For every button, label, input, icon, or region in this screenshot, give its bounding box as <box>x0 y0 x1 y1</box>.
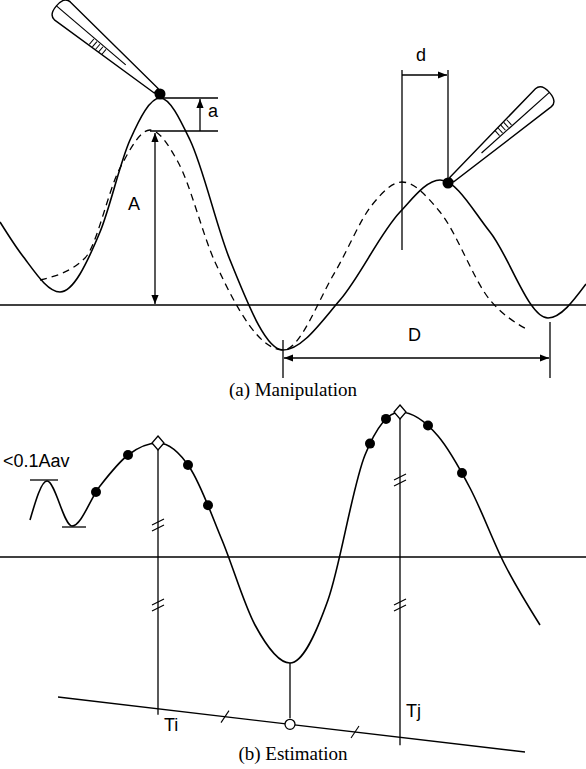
time-line <box>399 412 400 745</box>
equal-mark <box>394 480 406 486</box>
tweezers-grip <box>95 44 100 49</box>
tweezers-body <box>444 83 558 188</box>
equal-mark <box>152 525 164 531</box>
tweezers-gap <box>482 92 550 153</box>
dimension-label: A <box>128 195 140 215</box>
tweezers-gap <box>56 6 125 65</box>
equal-mark <box>152 599 164 605</box>
tweezers-grip <box>501 125 506 130</box>
equal-mark <box>351 726 359 738</box>
amplitude-tick <box>30 479 58 480</box>
dimension-line <box>447 70 448 178</box>
peak-diamond <box>152 436 164 450</box>
equal-mark <box>394 605 406 611</box>
dimension-label: a <box>208 102 218 122</box>
amplitude-tick <box>62 526 86 527</box>
sample-dot <box>457 468 467 478</box>
equal-mark <box>221 711 229 723</box>
tweezers-grip <box>498 128 503 133</box>
dimension-arrow <box>154 133 155 304</box>
tweezers-grip <box>504 122 509 127</box>
dimension-arrow <box>402 74 447 75</box>
sample-dot <box>123 450 133 460</box>
tweezers-grip <box>495 130 500 135</box>
dimension-line <box>150 130 218 131</box>
zero-axis <box>0 556 586 557</box>
midpoint-circle <box>285 719 295 729</box>
sample-dot <box>183 460 193 470</box>
dimension-line <box>401 70 402 250</box>
contact-dot <box>155 89 166 100</box>
threshold-label: <0.1Aav <box>3 452 70 472</box>
equal-mark <box>394 599 406 605</box>
dimension-line <box>282 340 283 378</box>
tweezers-grip <box>98 47 103 52</box>
tweezers-grip <box>102 49 107 54</box>
tweezers-body <box>49 0 164 100</box>
trough-marker-line <box>289 663 290 718</box>
tweezers-icon <box>49 0 164 100</box>
measured-wave <box>30 412 540 663</box>
dimension-line <box>549 322 550 378</box>
sample-dot <box>423 421 433 431</box>
sample-dot <box>91 487 101 497</box>
time-label: Tj <box>406 702 421 722</box>
dimension-arrow <box>284 357 549 358</box>
time-line <box>157 443 158 715</box>
sample-dot <box>365 439 375 449</box>
panel-caption: (a) Manipulation <box>229 380 357 401</box>
equal-mark <box>152 519 164 525</box>
panel-caption: (b) Estimation <box>238 744 347 765</box>
tweezers-grip <box>507 120 512 125</box>
equal-mark <box>152 605 164 611</box>
time-label: Ti <box>164 716 178 736</box>
zero-axis <box>0 304 586 305</box>
dimension-arrow <box>199 99 200 131</box>
equal-mark <box>394 474 406 480</box>
contact-dot <box>443 178 454 189</box>
peak-diamond <box>394 405 406 419</box>
dimension-label: d <box>416 46 426 66</box>
dimension-label: D <box>408 326 421 346</box>
tweezers-grip <box>92 42 97 47</box>
tweezers-icon <box>444 83 558 188</box>
sample-dot <box>203 500 213 510</box>
dimension-line <box>160 97 218 98</box>
shifted-wave <box>40 130 528 350</box>
sample-dot <box>381 414 391 424</box>
tweezers-grip <box>89 39 94 44</box>
